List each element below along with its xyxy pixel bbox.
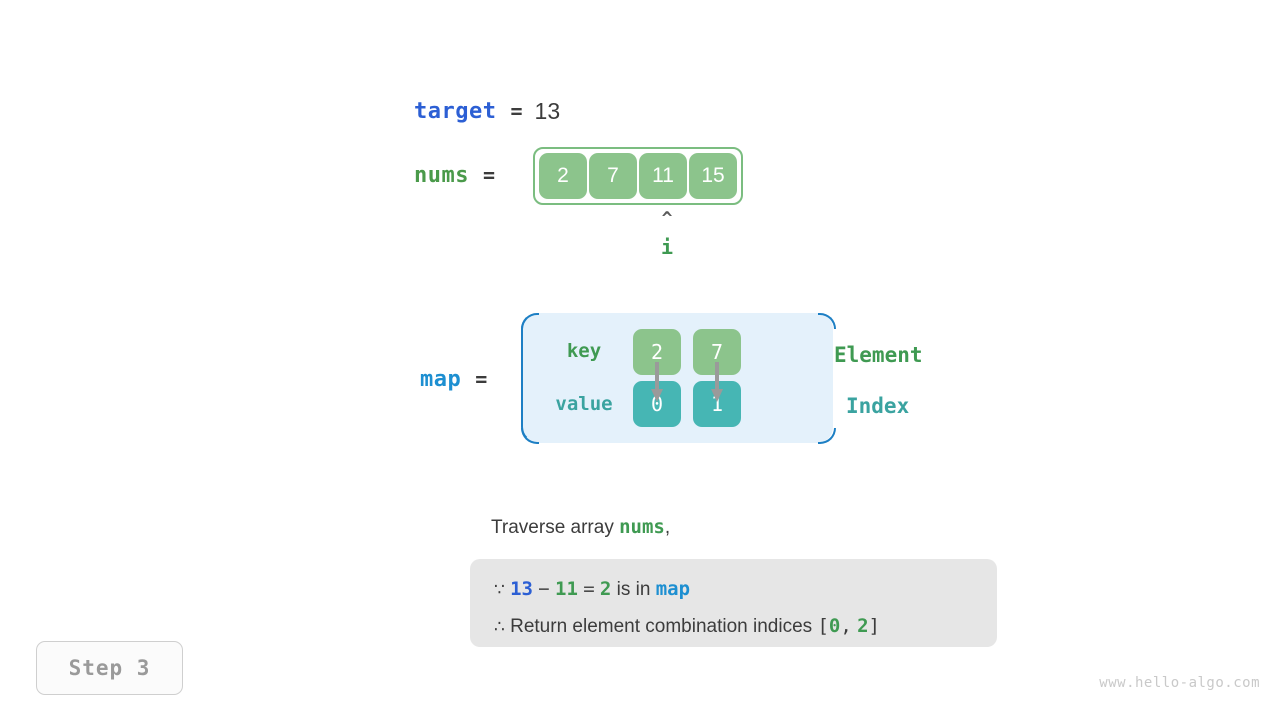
map-value-row-label: value [555, 393, 613, 415]
reason-minus-operator: − [538, 578, 550, 600]
map-value-cell[interactable]: 1 [693, 381, 741, 427]
reason-map-token: map [655, 578, 691, 600]
description-prefix: Traverse array [491, 517, 620, 538]
target-equals-sign: = [510, 99, 523, 123]
target-value: 13 [534, 97, 561, 124]
reason-result-index-2: 2 [857, 615, 869, 637]
description-line: Traverse array nums, [491, 516, 670, 539]
target-variable-label: target [414, 98, 497, 124]
map-right-bracket-icon [811, 312, 836, 444]
reason-current-value: 11 [555, 578, 578, 600]
array-cell[interactable]: 7 [589, 153, 637, 199]
nums-variable-label: nums [414, 162, 469, 188]
array-cell[interactable]: 11 [639, 153, 687, 199]
index-pointer-label: i [660, 235, 674, 259]
map-equals-sign: = [475, 367, 488, 391]
watermark: www.hello-algo.com [1099, 675, 1260, 691]
map-row: map = [420, 362, 499, 396]
reasoning-box: ∵ 13 − 11 = 2 is in map ∴ Return element… [470, 559, 997, 647]
reason-complement-value: 2 [599, 578, 612, 600]
nums-row: nums = [414, 158, 507, 192]
reason-result-index-1: 0 [828, 615, 841, 637]
map-variable-label: map [420, 366, 462, 392]
because-symbol-icon: ∵ [494, 580, 505, 600]
step-badge: Step 3 [36, 641, 183, 695]
reason-equals-operator: = [583, 578, 595, 600]
description-nums-token: nums [619, 516, 665, 538]
map-element-side-label: Element [834, 343, 923, 367]
map-key-cell[interactable]: 7 [693, 329, 741, 375]
map-value-cell[interactable]: 0 [633, 381, 681, 427]
reason-mid-text: is in [616, 579, 656, 600]
description-suffix: , [664, 517, 671, 538]
reason-return-text: Return element combination indices [510, 616, 818, 637]
map-left-bracket-icon [520, 312, 543, 444]
reason-target-value: 13 [510, 578, 533, 600]
nums-array-container: 2 7 11 15 [533, 147, 743, 205]
therefore-symbol-icon: ∴ [494, 617, 505, 637]
nums-equals-sign: = [482, 163, 496, 187]
reasoning-line-2: ∴ Return element combination indices [0,… [494, 608, 997, 645]
array-cell[interactable]: 15 [689, 153, 737, 199]
reason-comma: , [840, 615, 852, 637]
reasoning-line-1: ∵ 13 − 11 = 2 is in map [494, 571, 997, 608]
array-cell[interactable]: 2 [539, 153, 587, 199]
reason-close-bracket: ] [868, 615, 880, 637]
reason-open-bracket: [ [817, 615, 829, 637]
target-row: target = 13 [414, 94, 560, 128]
map-key-row-label: key [566, 340, 602, 362]
index-pointer-caret-icon: ^ [661, 208, 673, 229]
map-key-cell[interactable]: 2 [633, 329, 681, 375]
map-index-side-label: Index [846, 394, 910, 418]
